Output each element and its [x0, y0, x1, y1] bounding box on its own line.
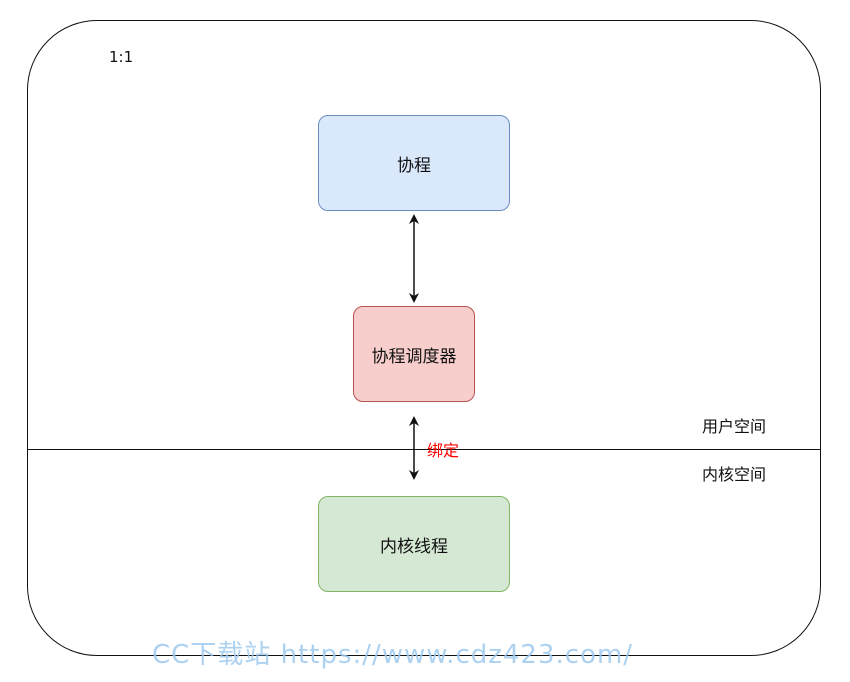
watermark-text: CC下载站 https://www.cdz423.com/ [152, 640, 634, 670]
kernel-thread-node: 内核线程 [318, 496, 510, 592]
diagram-frame [27, 20, 821, 656]
kernel-thread-node-label: 内核线程 [380, 536, 448, 557]
bind-edge-label: 绑定 [427, 441, 460, 460]
scheduler-node-label: 协程调度器 [371, 346, 457, 367]
scheduler-node: 协程调度器 [353, 306, 475, 402]
user-space-label: 用户空间 [702, 417, 767, 436]
space-divider-line [27, 449, 821, 450]
ratio-label: 1:1 [109, 48, 134, 66]
coroutine-node-label: 协程 [397, 155, 431, 176]
coroutine-node: 协程 [318, 115, 510, 211]
kernel-space-label: 内核空间 [702, 465, 767, 484]
